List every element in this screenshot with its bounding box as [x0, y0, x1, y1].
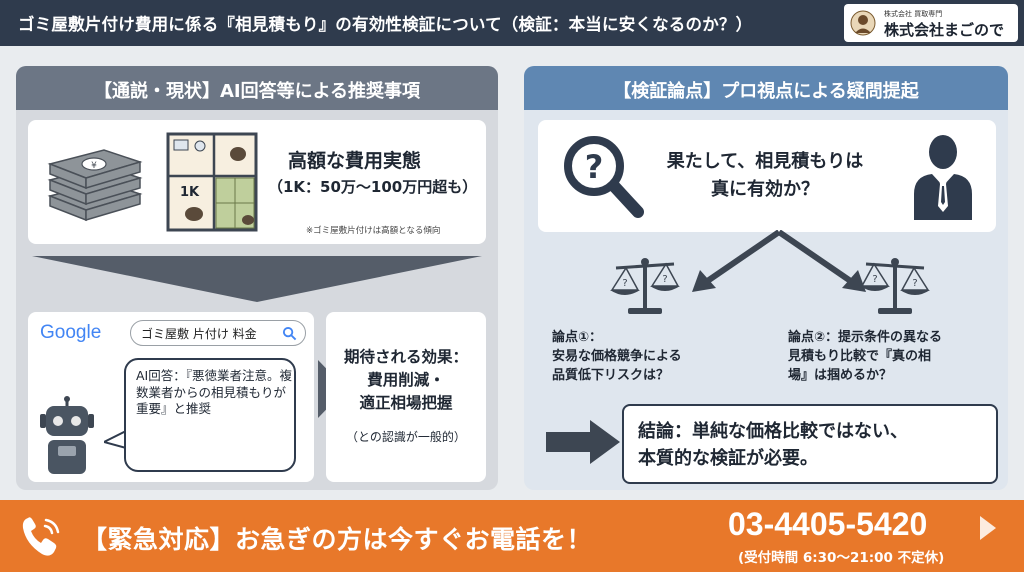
- conclusion-card: 結論：単純な価格比較ではない、 本質的な検証が必要。: [622, 404, 998, 484]
- conclusion-line-2: 本質的な検証が必要。: [638, 448, 818, 469]
- effect-line-1: 期待される効果：: [343, 348, 468, 366]
- floorplan-label: 1K: [180, 185, 200, 200]
- money-stack-icon: ¥: [47, 149, 143, 222]
- search-card: Google ゴミ屋敷 片付け 料金 AI回答：『悪徳業者注意。複数業者からの相…: [28, 312, 314, 482]
- cost-card: ¥ 1K 高額な費用実態 （1K：50万～100万円超も） ※ゴミ屋敷片付けは高…: [28, 120, 486, 244]
- conclusion-arrow-icon: [546, 420, 620, 464]
- company-name: 株式会社まごので: [884, 21, 1005, 39]
- search-query: ゴミ屋敷 片付け 料金: [141, 327, 257, 341]
- effect-line-2: 費用削減・: [367, 371, 445, 389]
- balance-scale-icon: ? ?: [610, 258, 680, 314]
- svg-text:?: ?: [872, 274, 877, 285]
- company-subtitle: 株式会社 買取専門: [884, 10, 943, 18]
- left-panel-header: 【通説・現状】AI回答等による推奨事項: [16, 66, 498, 110]
- svg-text:?: ?: [912, 278, 917, 289]
- search-input[interactable]: ゴミ屋敷 片付け 料金: [130, 320, 306, 346]
- question-text: 果たして、相見積もりは 真に有効か？: [656, 148, 874, 204]
- phone-icon[interactable]: [20, 514, 62, 558]
- question-line-2: 真に有効か？: [711, 179, 819, 200]
- search-icon[interactable]: [282, 326, 297, 341]
- question-card: ? 果たして、相見積もりは 真に有効か？: [538, 120, 996, 232]
- svg-text:?: ?: [622, 278, 627, 289]
- issue-point-2: 論点②：提示条件の異なる 見積もり比較で『真の相 場』は掴めるか？: [788, 330, 943, 383]
- cost-title: 高額な費用実態: [288, 150, 422, 172]
- cost-note: ※ゴミ屋敷片付けは高額となる傾向: [306, 226, 441, 236]
- conclusion-line-1: 結論：単純な価格比較ではない、: [638, 421, 908, 442]
- company-logo-box[interactable]: 株式会社 買取専門 株式会社まごので: [844, 4, 1018, 42]
- ai-answer-text: AI回答：『悪徳業者注意。複数業者からの相見積もりが重要』と推奨: [136, 368, 292, 416]
- contact-footer[interactable]: 【緊急対応】お急ぎの方は今すぐお電話を！ 03-4405-5420 (受付時間 …: [0, 500, 1024, 572]
- cost-subtitle: （1K：50万～100万円超も）: [268, 178, 478, 196]
- phone-number-link[interactable]: 03-4405-5420: [728, 506, 928, 542]
- balance-scale-icon: ? ?: [860, 258, 930, 314]
- left-panel-heading: 【通説・現状】AI回答等による推奨事項: [93, 81, 421, 102]
- split-arrows-icon: [692, 230, 866, 292]
- businessman-icon: [914, 135, 972, 220]
- left-panel: 【通説・現状】AI回答等による推奨事項 ¥: [16, 66, 498, 490]
- urgent-message: 【緊急対応】お急ぎの方は今すぐお電話を！: [82, 525, 593, 554]
- effect-line-3: 適正相場把握: [359, 394, 453, 412]
- floorplan-icon: 1K: [166, 132, 258, 232]
- company-emblem-icon: [850, 10, 876, 36]
- issue-point-1: 論点①： 安易な価格競争による 品質低下リスクは？: [552, 330, 682, 383]
- right-panel: 【検証論点】プロ視点による疑問提起 ? 果たして、相見積もりは 真に有効か？: [524, 66, 1008, 490]
- google-logo: Google: [40, 322, 102, 343]
- effect-text: 期待される効果： 費用削減・ 適正相場把握: [326, 346, 486, 415]
- right-panel-heading: 【検証論点】プロ視点による疑問提起: [613, 81, 919, 102]
- header-bar: ゴミ屋敷片付け費用に係る『相見積もり』の有効性検証について（検証：本当に安くなる…: [0, 0, 1024, 46]
- chevron-right-icon: [980, 516, 996, 540]
- robot-icon: [40, 396, 94, 474]
- conclusion-text: 結論：単純な価格比較ではない、 本質的な検証が必要。: [638, 418, 988, 472]
- svg-text:?: ?: [585, 148, 604, 186]
- down-arrow-icon: [32, 256, 482, 302]
- right-panel-header: 【検証論点】プロ視点による疑問提起: [524, 66, 1008, 110]
- svg-text:¥: ¥: [91, 161, 97, 171]
- question-line-1: 果たして、相見積もりは: [666, 151, 864, 172]
- effect-card: 期待される効果： 費用削減・ 適正相場把握 （との認識が一般的）: [326, 312, 486, 482]
- business-hours: (受付時間 6:30～21:00 不定休): [738, 550, 945, 566]
- ai-answer-bubble: AI回答：『悪徳業者注意。複数業者からの相見積もりが重要』と推奨: [124, 358, 296, 472]
- page-title: ゴミ屋敷片付け費用に係る『相見積もり』の有効性検証について（検証：本当に安くなる…: [18, 15, 753, 34]
- effect-subtext: （との認識が一般的）: [346, 430, 466, 444]
- svg-text:?: ?: [662, 274, 667, 285]
- magnifier-question-icon: ?: [564, 136, 644, 218]
